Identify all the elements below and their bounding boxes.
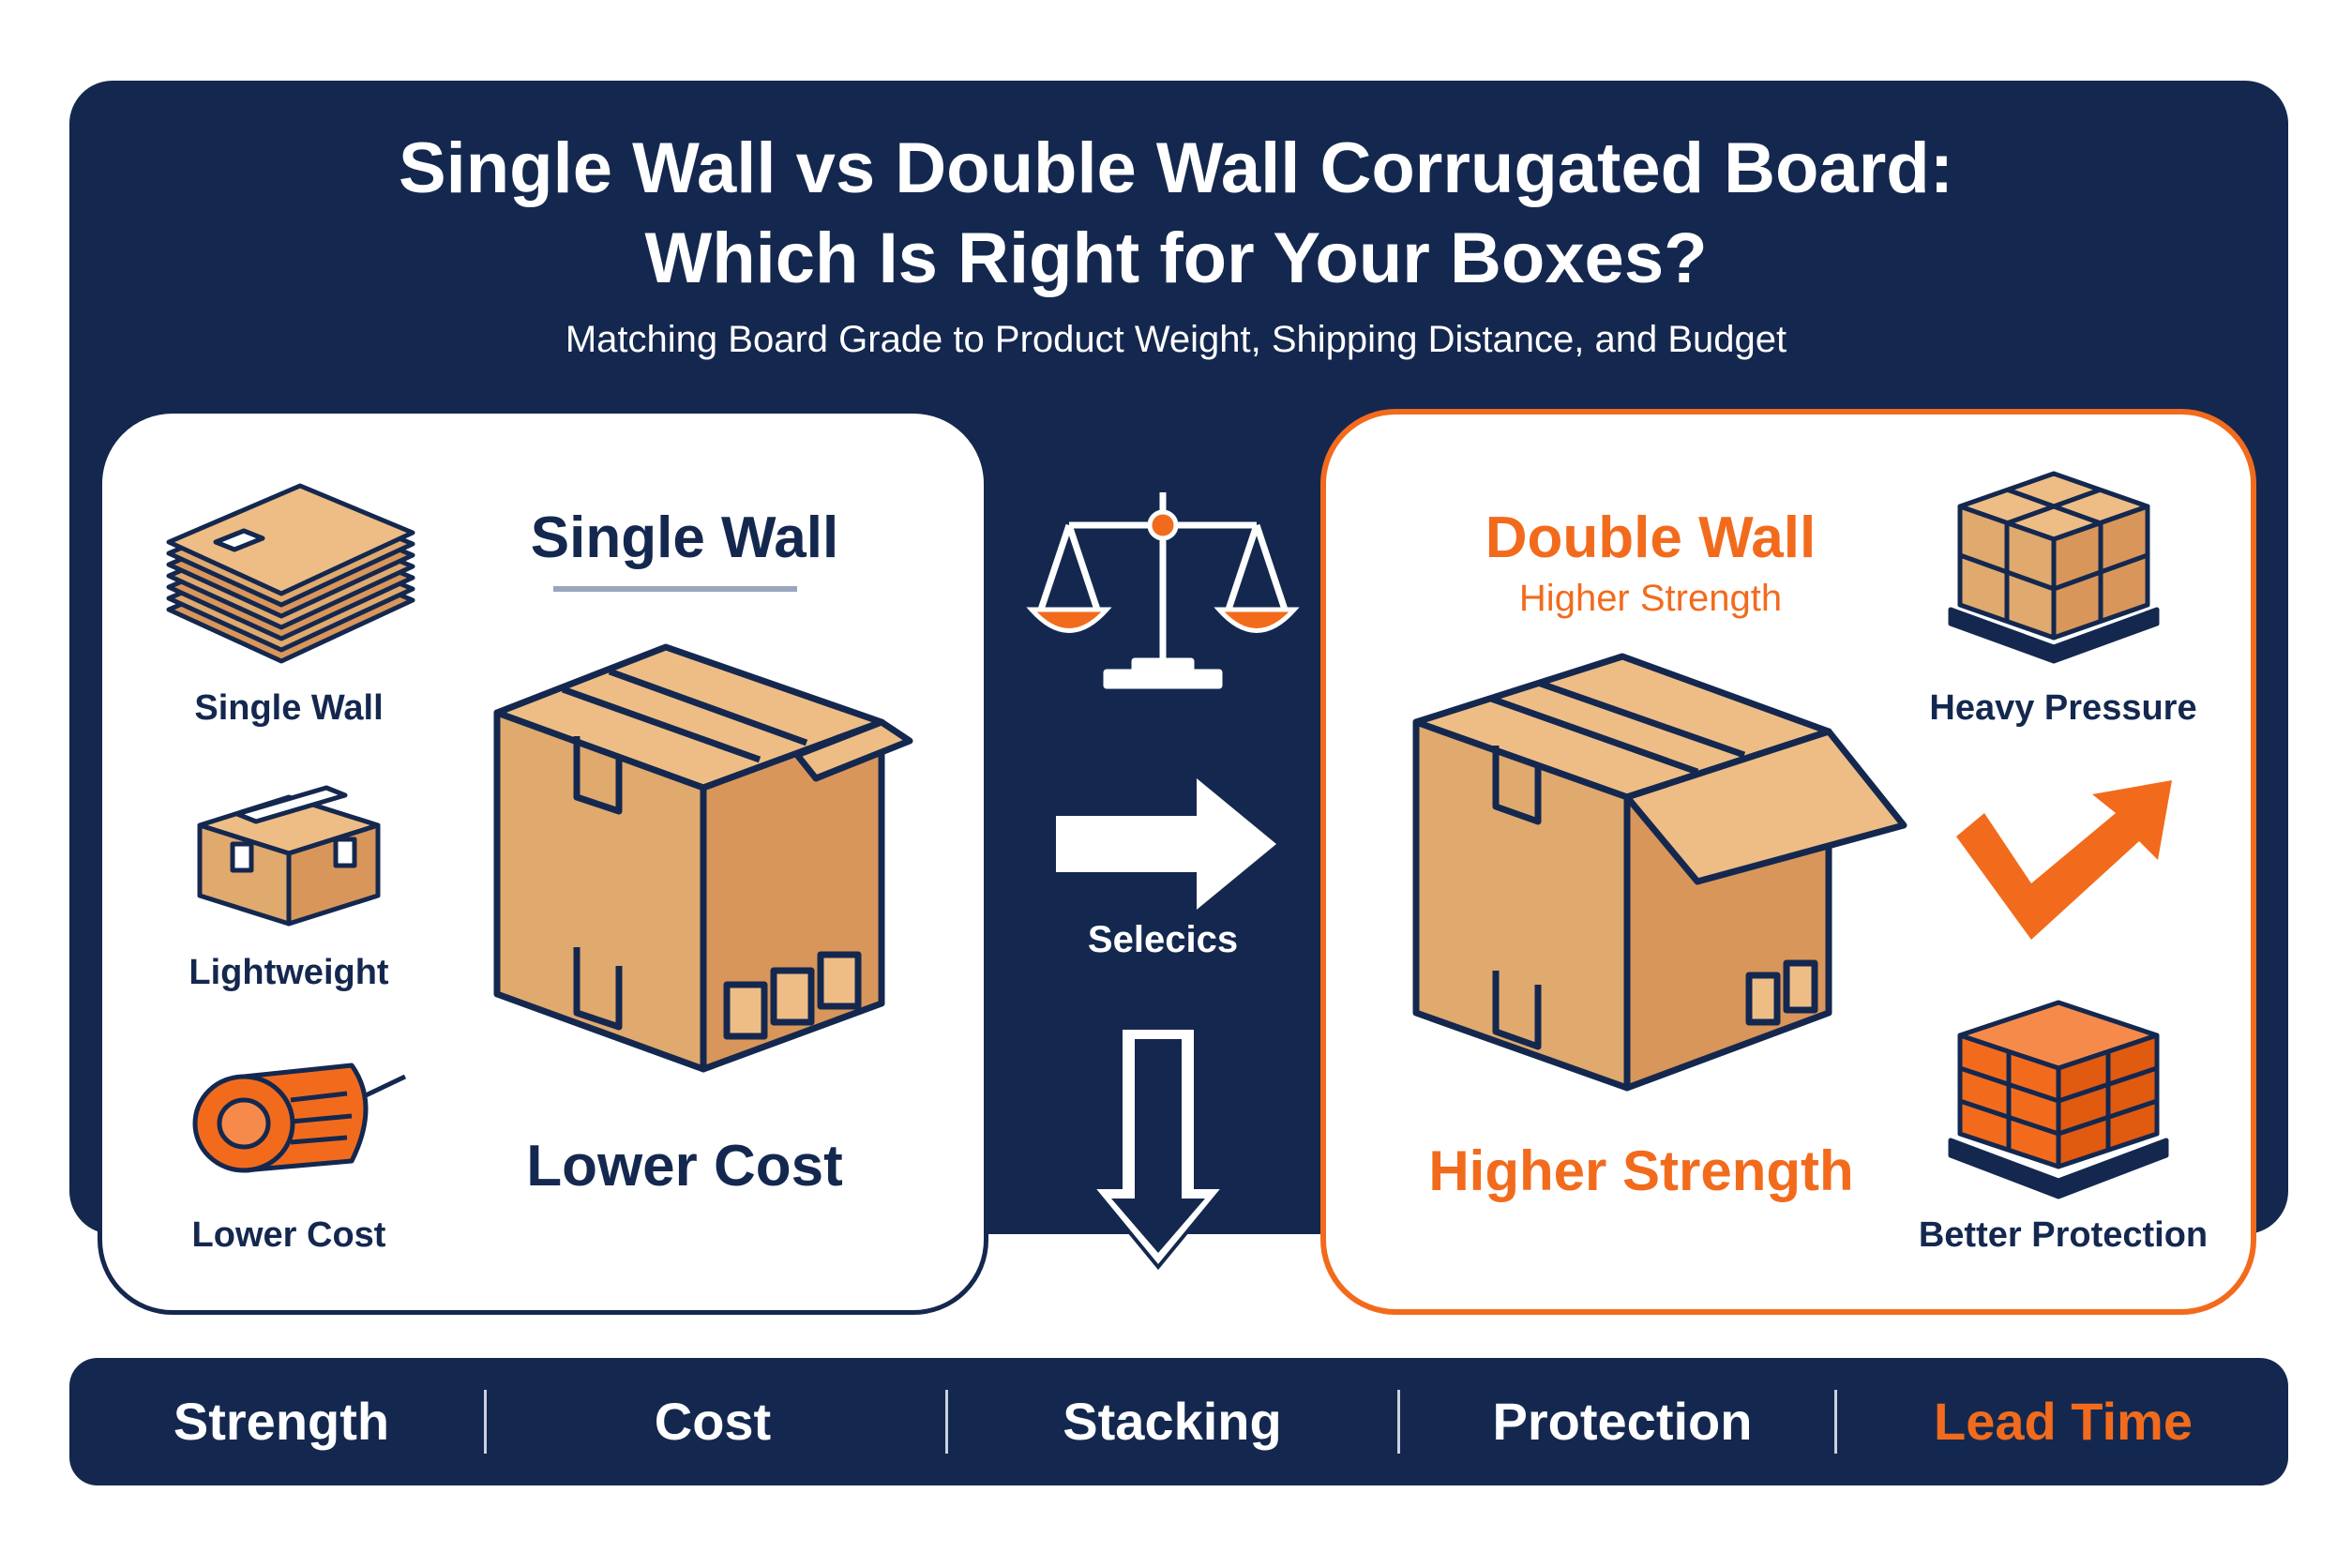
criteria-stacking: Stacking: [1063, 1392, 1282, 1451]
criteria-divider: [945, 1390, 948, 1454]
single-wall-heading: Single Wall: [530, 505, 839, 570]
board-stack-icon: [166, 483, 415, 664]
criteria-divider: [1834, 1390, 1837, 1454]
single-wall-box-icon: [493, 643, 913, 1073]
balance-scale-icon: [1026, 492, 1300, 689]
fine-print-decoration: [553, 586, 797, 592]
feature-label-single-wall: Single Wall: [194, 688, 384, 728]
feature-label-heavy-pressure: Heavy Pressure: [1929, 688, 2197, 728]
subtitle: Matching Board Grade to Product Weight, …: [565, 319, 1787, 360]
title-line-2: Which Is Right for Your Boxes?: [644, 219, 1708, 298]
criteria-divider: [1397, 1390, 1400, 1454]
middle-label: Selecics: [1087, 919, 1239, 960]
double-wall-main-label: Higher Strength: [1428, 1139, 1854, 1202]
criteria-lead-time: Lead Time: [1934, 1392, 2193, 1451]
double-wall-box-icon: [1412, 653, 1907, 1092]
roll-icon: [192, 1063, 407, 1173]
criteria-protection: Protection: [1492, 1392, 1753, 1451]
single-wall-main-label: Lower Cost: [526, 1134, 843, 1199]
down-arrow-icon: [1088, 1026, 1229, 1271]
criteria-bar: [69, 1358, 2288, 1485]
title-line-1: Single Wall vs Double Wall Corrugated Bo…: [398, 128, 1954, 208]
criteria-cost: Cost: [654, 1392, 772, 1451]
double-wall-subheading: Higher Strength: [1518, 578, 1783, 619]
checkmark-arrow-icon: [1956, 780, 2172, 940]
criteria-divider: [484, 1390, 487, 1454]
criteria-strength: Strength: [173, 1392, 390, 1451]
feature-label-lightweight: Lightweight: [188, 953, 389, 992]
double-wall-heading: Double Wall: [1485, 505, 1817, 570]
pallet-boxes-icon: [1948, 471, 2160, 664]
small-box-icon: [197, 785, 381, 927]
right-arrow-icon: [1056, 778, 1276, 910]
feature-label-better-protection: Better Protection: [1918, 1215, 2209, 1255]
orange-pallet-icon: [1948, 1000, 2169, 1199]
feature-label-lower-cost: Lower Cost: [191, 1215, 386, 1255]
